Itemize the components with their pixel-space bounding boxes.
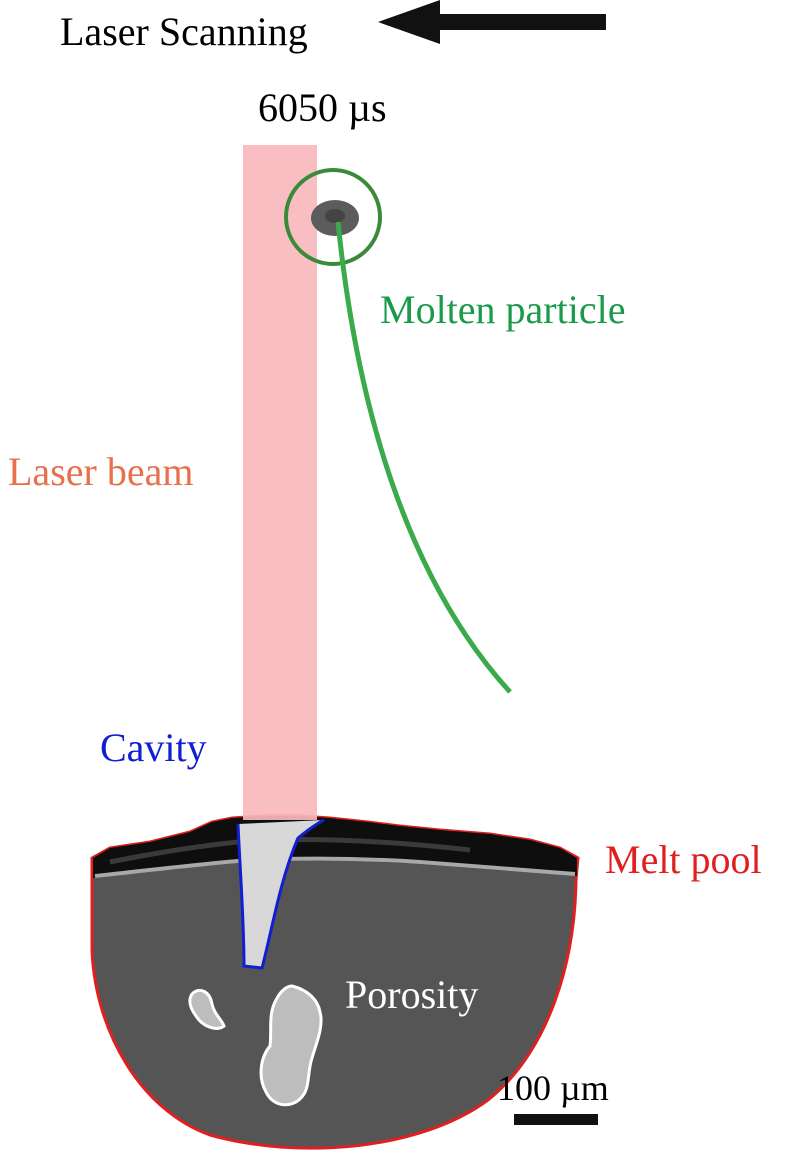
laser-beam <box>243 145 317 820</box>
laser-beam-label: Laser beam <box>8 452 193 492</box>
porosity-label: Porosity <box>345 975 478 1015</box>
arrow-left-icon <box>378 0 606 44</box>
diagram-title: Laser Scanning <box>60 12 308 52</box>
molten-particle-label: Molten particle <box>380 290 625 330</box>
molten-particle-core <box>325 209 345 223</box>
scale-bar <box>514 1114 598 1125</box>
time-label: 6050 µs <box>258 88 387 128</box>
melt-pool-label: Melt pool <box>605 840 762 880</box>
cavity-label: Cavity <box>100 728 207 768</box>
scale-bar-label: 100 µm <box>497 1070 609 1106</box>
